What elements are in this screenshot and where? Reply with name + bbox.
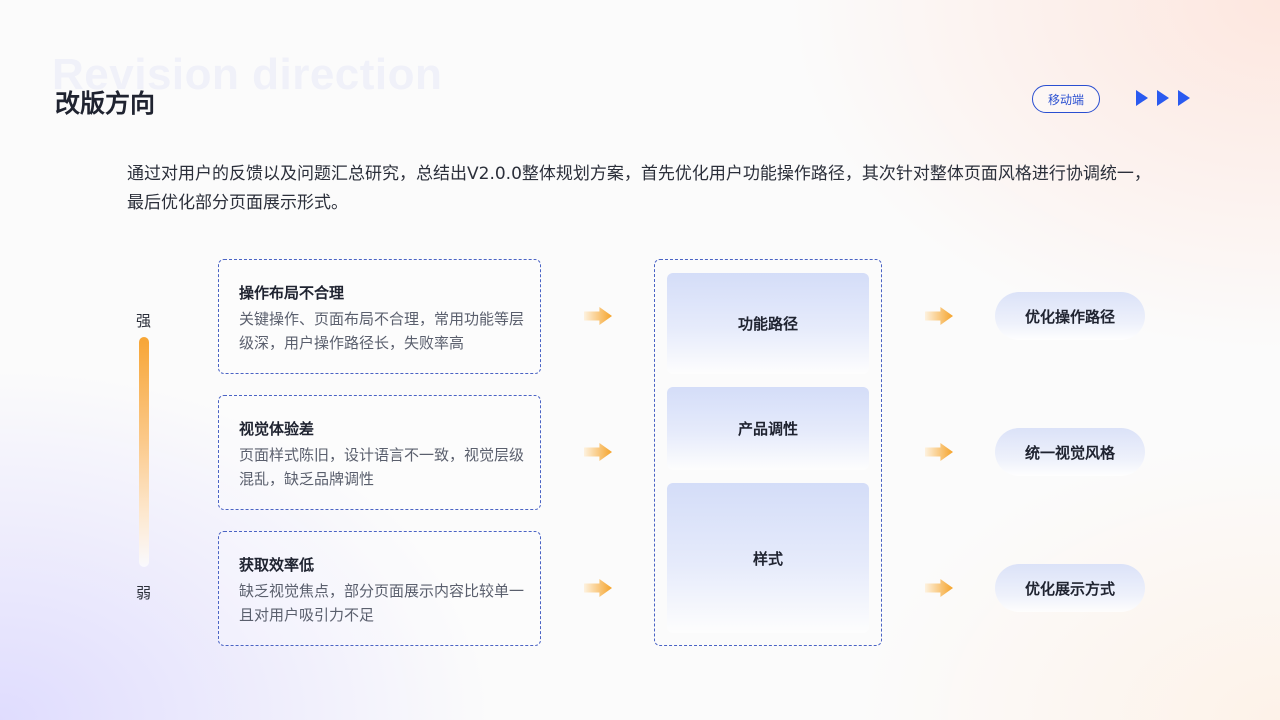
right-arrow-icon bbox=[584, 307, 612, 325]
right-arrow-icon bbox=[584, 579, 612, 597]
watermark-text: Revision direction bbox=[52, 50, 443, 99]
scale-weak-label: 弱 bbox=[136, 584, 152, 602]
problem-desc: 缺乏视觉焦点，部分页面展示内容比较单一且对用户吸引力不足 bbox=[239, 582, 525, 624]
play-triangle-icon bbox=[1178, 90, 1190, 106]
problem-desc: 页面样式陈旧，设计语言不一致，视觉层级混乱，缺乏品牌调性 bbox=[239, 446, 525, 488]
play-triangle-icon bbox=[1157, 90, 1169, 106]
triple-arrow-decoration bbox=[1136, 90, 1190, 106]
intro-paragraph: 通过对用户的反馈以及问题汇总研究，总结出V2.0.0整体规划方案，首先优化用户功… bbox=[127, 164, 1151, 213]
category-box: 产品调性 bbox=[667, 387, 869, 470]
right-arrow-icon bbox=[925, 307, 953, 325]
category-box: 样式 bbox=[667, 483, 869, 633]
scale-strong-label: 强 bbox=[136, 312, 152, 330]
problem-desc: 关键操作、页面布局不合理，常用功能等层级深，用户操作路径长，失败率高 bbox=[239, 310, 525, 352]
problem-card: 视觉体验差 页面样式陈旧，设计语言不一致，视觉层级混乱，缺乏品牌调性 bbox=[218, 395, 541, 510]
play-triangle-icon bbox=[1136, 90, 1148, 106]
result-pill: 优化展示方式 bbox=[995, 564, 1145, 612]
problem-title: 视觉体验差 bbox=[239, 420, 315, 438]
category-box: 功能路径 bbox=[667, 273, 869, 374]
right-arrow-icon bbox=[925, 579, 953, 597]
result-pill: 优化操作路径 bbox=[995, 292, 1145, 340]
right-arrow-icon bbox=[584, 443, 612, 461]
result-pill: 统一视觉风格 bbox=[995, 428, 1145, 476]
category-group-frame bbox=[654, 259, 882, 646]
problem-card: 获取效率低 缺乏视觉焦点，部分页面展示内容比较单一且对用户吸引力不足 bbox=[218, 531, 541, 646]
platform-tag: 移动端 bbox=[1032, 85, 1100, 113]
page-title: 改版方向 bbox=[55, 89, 156, 118]
intensity-scale-bar bbox=[139, 337, 149, 567]
problem-title: 操作布局不合理 bbox=[239, 284, 345, 302]
problem-card: 操作布局不合理 关键操作、页面布局不合理，常用功能等层级深，用户操作路径长，失败… bbox=[218, 259, 541, 374]
problem-title: 获取效率低 bbox=[239, 556, 315, 574]
right-arrow-icon bbox=[925, 443, 953, 461]
